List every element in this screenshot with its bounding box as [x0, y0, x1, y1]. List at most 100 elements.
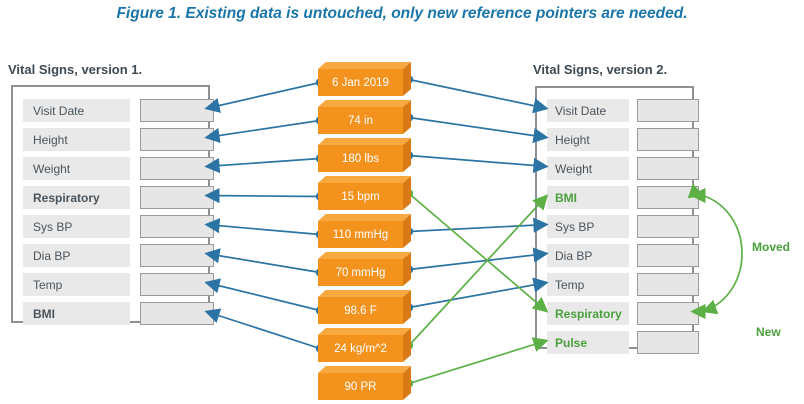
connector-line-v1: [204, 278, 321, 312]
field-label-respiratory: Respiratory: [23, 186, 130, 209]
cube-top-face: [318, 290, 411, 297]
vital-row: Visit Date: [547, 99, 699, 122]
field-label-text: Height: [33, 132, 68, 147]
data-value-cube: 70 mmHg: [318, 252, 411, 286]
connector-line-v2-green: [408, 194, 549, 347]
cube-top-face: [318, 100, 411, 107]
field-label-text: Pulse: [555, 335, 588, 350]
vital-row: BMI: [23, 302, 214, 325]
connector-line-v1: [204, 218, 321, 236]
field-label-dia-bp: Dia BP: [547, 244, 629, 267]
field-label-text: Dia BP: [33, 248, 71, 263]
cube-value-text: 6 Jan 2019: [318, 69, 403, 96]
field-label-visit-date: Visit Date: [547, 99, 629, 122]
vital-row: Sys BP: [23, 215, 214, 238]
vital-row: BMI: [547, 186, 699, 209]
vital-row: Height: [23, 128, 214, 151]
moved-arc: [687, 183, 743, 315]
field-label-text: Temp: [33, 277, 63, 292]
field-label-text: Dia BP: [555, 248, 593, 263]
field-label-temp: Temp: [23, 273, 130, 296]
data-value-cube: 98.6 F: [318, 290, 411, 324]
connector-line-v1: [204, 119, 321, 144]
field-value-weight[interactable]: [637, 157, 699, 180]
vital-row: Dia BP: [547, 244, 699, 267]
cube-value-text: 70 mmHg: [318, 259, 403, 286]
field-value-height[interactable]: [637, 128, 699, 151]
data-value-cube: 110 mmHg: [318, 214, 411, 248]
field-label-text: Sys BP: [33, 219, 73, 234]
field-label-bmi: BMI: [23, 302, 130, 325]
connector-line-v2: [408, 247, 549, 271]
field-label-text: Height: [555, 132, 590, 147]
data-value-cube: 24 kg/m^2: [318, 328, 411, 362]
vital-row: Temp: [547, 273, 699, 296]
field-label-temp: Temp: [547, 273, 629, 296]
left-panel-title: Vital Signs, version 1.: [8, 62, 143, 77]
cube-value-text: 74 in: [318, 107, 403, 134]
field-label-bmi: BMI: [547, 186, 629, 209]
connector-line-v2: [408, 277, 549, 309]
field-label-respiratory: Respiratory: [547, 302, 629, 325]
cube-value-text: 98.6 F: [318, 297, 403, 324]
field-label-text: Respiratory: [33, 190, 100, 205]
connector-line-v1: [204, 308, 321, 350]
right-panel-title: Vital Signs, version 2.: [533, 62, 668, 77]
field-label-text: BMI: [555, 190, 577, 205]
field-label-visit-date: Visit Date: [23, 99, 130, 122]
field-label-sys-bp: Sys BP: [547, 215, 629, 238]
annotation-new: New: [756, 325, 781, 339]
field-label-text: Visit Date: [33, 103, 85, 118]
field-label-sys-bp: Sys BP: [23, 215, 130, 238]
connector-line-v2: [408, 78, 549, 114]
field-label-weight: Weight: [23, 157, 130, 180]
field-label-height: Height: [23, 128, 130, 151]
field-label-text: BMI: [33, 306, 55, 321]
field-label-text: Temp: [555, 277, 585, 292]
cube-value-text: 110 mmHg: [318, 221, 403, 248]
cube-top-face: [318, 252, 411, 259]
connector-line-v1: [204, 81, 321, 113]
data-value-cube: 74 in: [318, 100, 411, 134]
connector-line-v2: [408, 116, 549, 144]
field-label-text: Respiratory: [555, 306, 622, 321]
vital-row: Dia BP: [23, 244, 214, 267]
cube-top-face: [318, 366, 411, 373]
field-value-pulse[interactable]: [637, 331, 699, 354]
connector-line-v1: [204, 157, 321, 174]
field-label-text: Visit Date: [555, 103, 607, 118]
connector-line-v1: [204, 187, 321, 204]
cube-value-text: 15 bpm: [318, 183, 403, 210]
field-label-dia-bp: Dia BP: [23, 244, 130, 267]
field-label-pulse: Pulse: [547, 331, 629, 354]
vital-row: Visit Date: [23, 99, 214, 122]
vital-row: Pulse: [547, 331, 699, 354]
cube-value-text: 90 PR: [318, 373, 403, 400]
field-label-height: Height: [547, 128, 629, 151]
field-value-visit-date[interactable]: [637, 99, 699, 122]
vital-row: Weight: [547, 157, 699, 180]
cube-top-face: [318, 328, 411, 335]
cube-value-text: 24 kg/m^2: [318, 335, 403, 362]
cube-value-text: 180 lbs: [318, 145, 403, 172]
annotation-moved: Moved: [752, 240, 791, 254]
connector-line-v1: [204, 248, 321, 274]
field-label-text: Sys BP: [555, 219, 595, 234]
cube-top-face: [318, 138, 411, 145]
connector-line-v2: [408, 154, 549, 174]
field-label-weight: Weight: [547, 157, 629, 180]
field-label-text: Weight: [555, 161, 593, 176]
data-value-cube: 15 bpm: [318, 176, 411, 210]
vital-row: Respiratory: [23, 186, 214, 209]
vital-row: Sys BP: [547, 215, 699, 238]
cube-top-face: [318, 62, 411, 69]
connector-line-v2-green: [408, 337, 549, 385]
connector-line-v2: [408, 217, 549, 233]
cube-top-face: [318, 214, 411, 221]
vital-row: Height: [547, 128, 699, 151]
connector-line-v2-green: [408, 192, 549, 313]
data-value-cube: 6 Jan 2019: [318, 62, 411, 96]
field-label-text: Weight: [33, 161, 71, 176]
